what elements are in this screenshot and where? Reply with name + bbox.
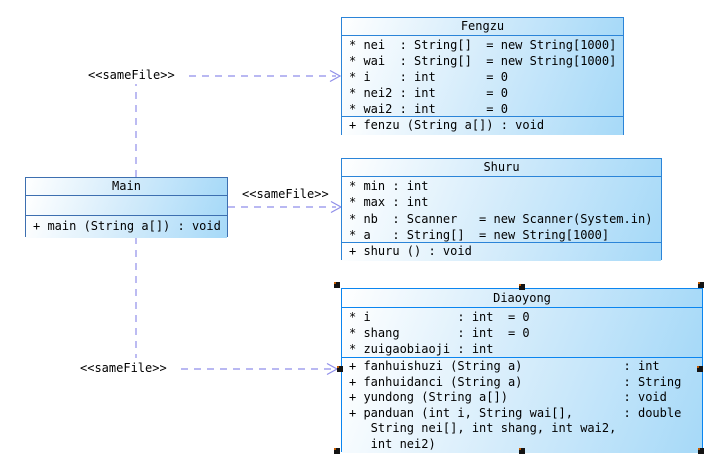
stereotype-label-samefile-fengzu[interactable]: <<sameFile>> (88, 68, 175, 83)
attribute-row[interactable]: * wai2 : int = 0 (349, 102, 508, 116)
dependency-main-to-diaoyong[interactable] (135, 237, 339, 376)
operation-row[interactable]: + shuru () : void (349, 244, 472, 258)
operation-row[interactable]: int nei2) (349, 436, 436, 451)
class-title[interactable]: Shuru (342, 159, 661, 177)
operation-row[interactable]: + fenzu (String a[]) : void (349, 118, 545, 132)
operations-compartment: + shuru () : void (342, 243, 661, 261)
attribute-row[interactable]: * min : int (349, 179, 429, 193)
attribute-row[interactable]: * zuigaobiaoji : int (349, 342, 494, 356)
operation-row[interactable]: + yundong (String a[]) : void (349, 390, 667, 404)
class-box-main[interactable]: Main + main (String a[]) : void (25, 177, 228, 238)
attributes-compartment: * nei : String[] = new String[1000] * wa… (342, 36, 623, 117)
operation-row[interactable]: + panduan (int i, String wai[], : double (349, 405, 682, 420)
class-box-diaoyong[interactable]: Diaoyong * i : int = 0 * shang : int = 0… (341, 288, 703, 453)
operation-row[interactable]: + fanhuishuzi (String a) : int (349, 359, 660, 373)
operation-row[interactable]: + fanhuidanci (String a) : String (349, 374, 682, 389)
dependency-main-to-shuru[interactable] (228, 200, 343, 214)
class-box-fengzu[interactable]: Fengzu * nei : String[] = new String[100… (341, 17, 624, 135)
attribute-row[interactable]: * nei : String[] = new String[1000] (349, 38, 617, 52)
attribute-row[interactable]: * i : int = 0 (349, 310, 530, 324)
operation-row[interactable]: String nei[], int shang, int wai2, (349, 421, 617, 435)
stereotype-label-samefile-diaoyong[interactable]: <<sameFile>> (80, 361, 167, 376)
operation-row[interactable]: + main (String a[]) : void (33, 219, 221, 233)
operations-compartment: + fanhuishuzi (String a) : int + fanhuid… (342, 358, 702, 453)
attribute-row[interactable]: * max : int (349, 195, 429, 210)
operations-compartment: + fenzu (String a[]) : void (342, 117, 623, 135)
attributes-compartment (26, 196, 227, 216)
attribute-row[interactable]: * nei2 : int = 0 (349, 86, 508, 100)
attributes-compartment: * i : int = 0 * shang : int = 0 * zuigao… (342, 308, 702, 358)
dependency-main-to-fengzu[interactable] (135, 69, 342, 178)
selection-handle-right-middle[interactable] (697, 366, 703, 372)
selection-handle-top-left[interactable] (334, 282, 340, 288)
selection-handle-top-right[interactable] (698, 282, 704, 288)
selection-handle-top-middle[interactable] (519, 284, 525, 290)
selection-handle-left-middle[interactable] (337, 366, 343, 372)
selection-handle-bottom-left[interactable] (334, 448, 340, 454)
selection-handle-bottom-right[interactable] (698, 448, 704, 454)
operations-compartment: + main (String a[]) : void (26, 216, 227, 238)
class-title[interactable]: Main (26, 178, 227, 196)
class-title[interactable]: Fengzu (342, 18, 623, 36)
attribute-row[interactable]: * nb : Scanner = new Scanner(System.in) (349, 211, 653, 226)
attribute-row[interactable]: * wai : String[] = new String[1000] (349, 54, 617, 68)
attribute-row[interactable]: * shang : int = 0 (349, 326, 530, 340)
class-box-shuru[interactable]: Shuru * min : int * max : int * nb : Sca… (341, 158, 662, 261)
open-arrowhead-icon (329, 69, 342, 83)
attributes-compartment: * min : int * max : int * nb : Scanner =… (342, 177, 661, 243)
class-title[interactable]: Diaoyong (342, 289, 702, 308)
selection-handle-bottom-middle[interactable] (519, 448, 525, 454)
attribute-row[interactable]: * a : String[] = new String[1000] (349, 227, 610, 242)
stereotype-label-samefile-shuru[interactable]: <<sameFile>> (242, 187, 329, 202)
attribute-row[interactable]: * i : int = 0 (349, 70, 508, 84)
